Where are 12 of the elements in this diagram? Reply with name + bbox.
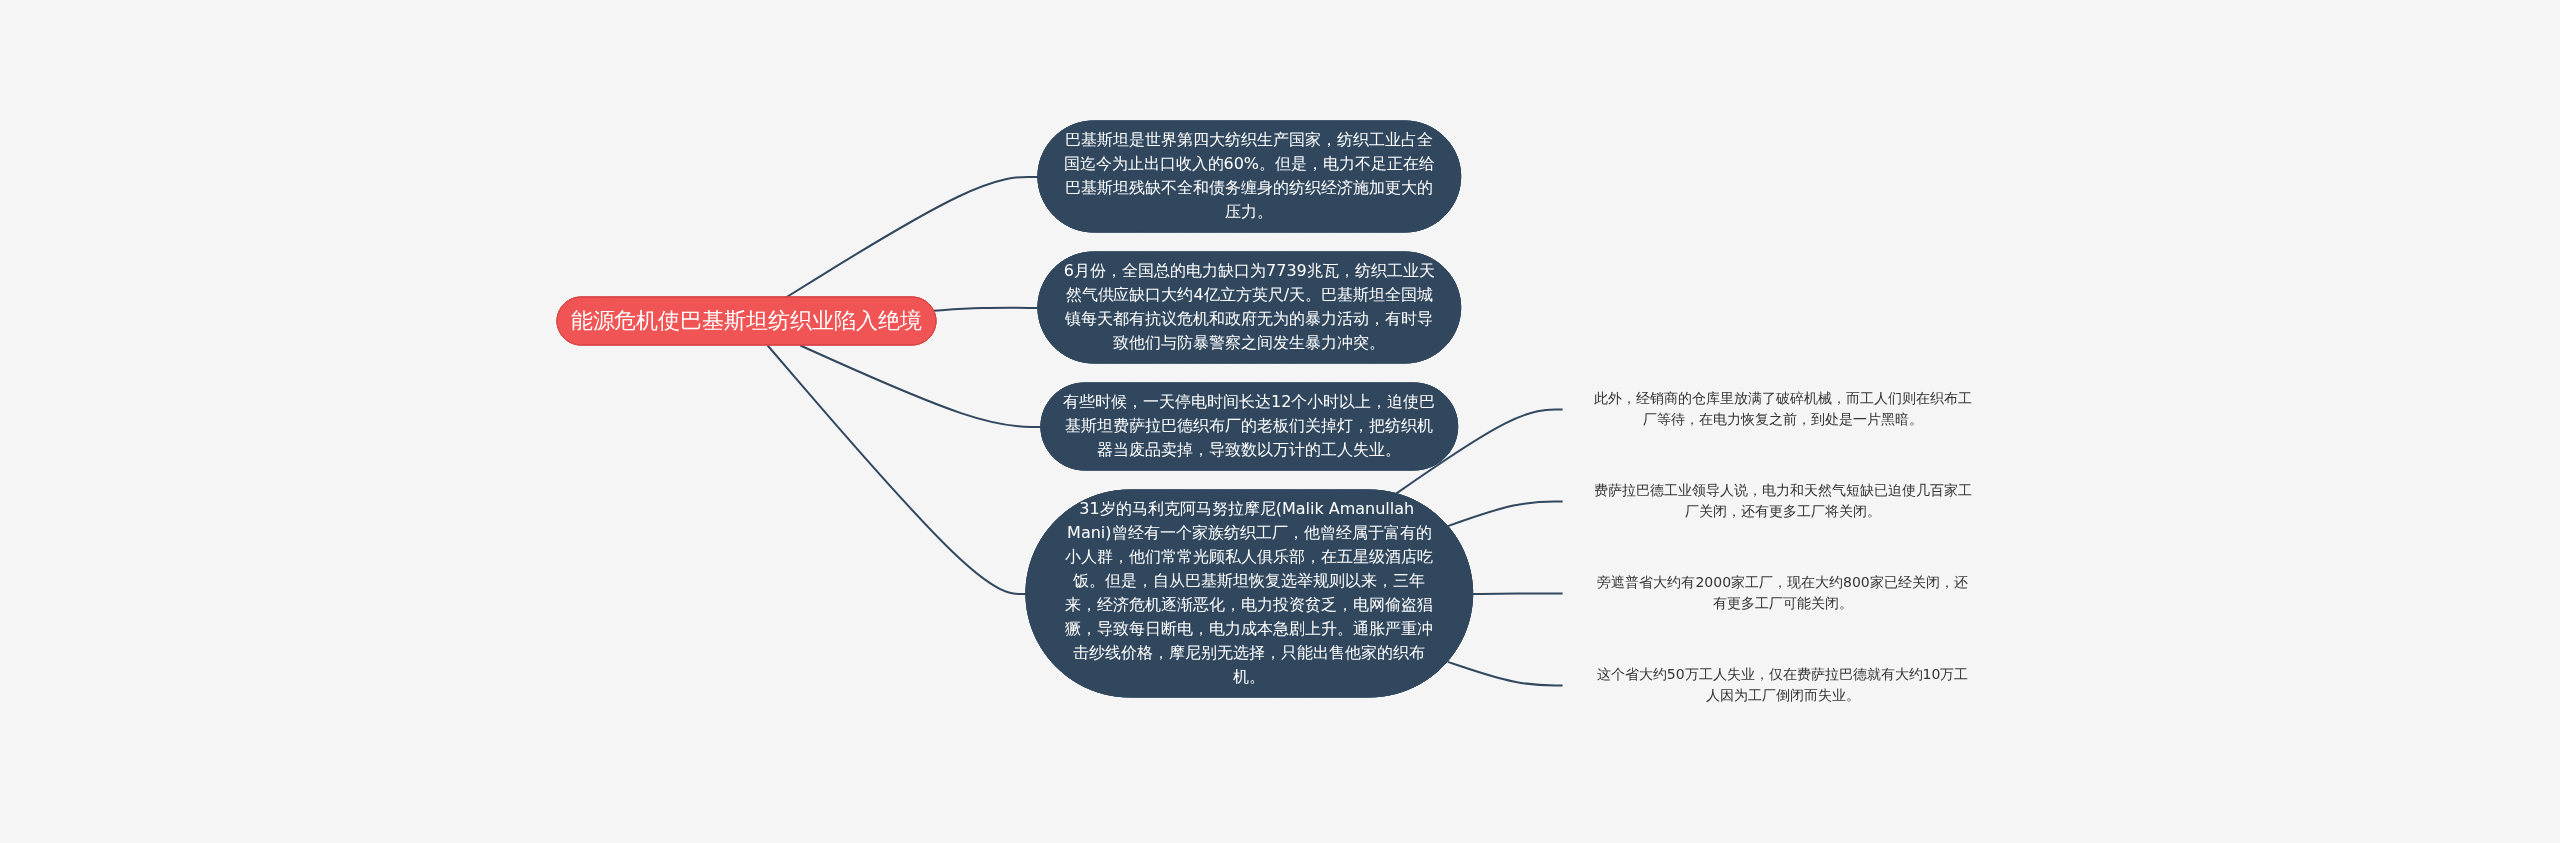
connector <box>785 176 1040 299</box>
connector <box>1472 592 1564 596</box>
connector <box>1395 408 1564 496</box>
node-text: 这个省大约50万工人失业，仅在费萨拉巴德就有大约10万工人因为工厂倒闭而失业。 <box>1596 666 1969 704</box>
connector <box>1446 500 1564 528</box>
connector <box>799 344 1043 429</box>
connector <box>933 307 1040 312</box>
node-text: 此外，经销商的仓库里放满了破碎机械，而工人们则在织布工厂等待，在电力恢复之前，到处是一片黑暗。 <box>1593 390 1972 428</box>
node-text: 旁遮普省大约有2000家工厂，现在大约800家已经关闭，还有更多工厂可能关闭。 <box>1597 574 1968 612</box>
node-text: 费萨拉巴德工业领导人说，电力和天然气短缺已迫使几百家工厂关闭，还有更多工厂将关闭。 <box>1593 482 1972 520</box>
connector <box>1446 661 1564 687</box>
connector <box>766 344 1028 596</box>
